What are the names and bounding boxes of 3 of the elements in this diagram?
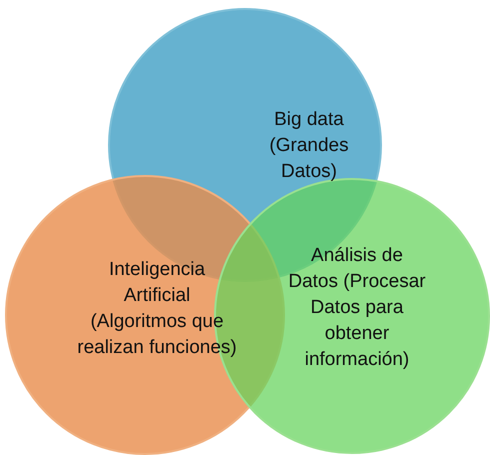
circle-label: Análisis de Datos (Procesar Datos para obtener información) [287,244,427,372]
circle-label: Big data (Grandes Datos) [268,108,350,184]
circle-label: Inteligencia Artificial (Algoritmos que realizan funciones) [77,258,237,360]
